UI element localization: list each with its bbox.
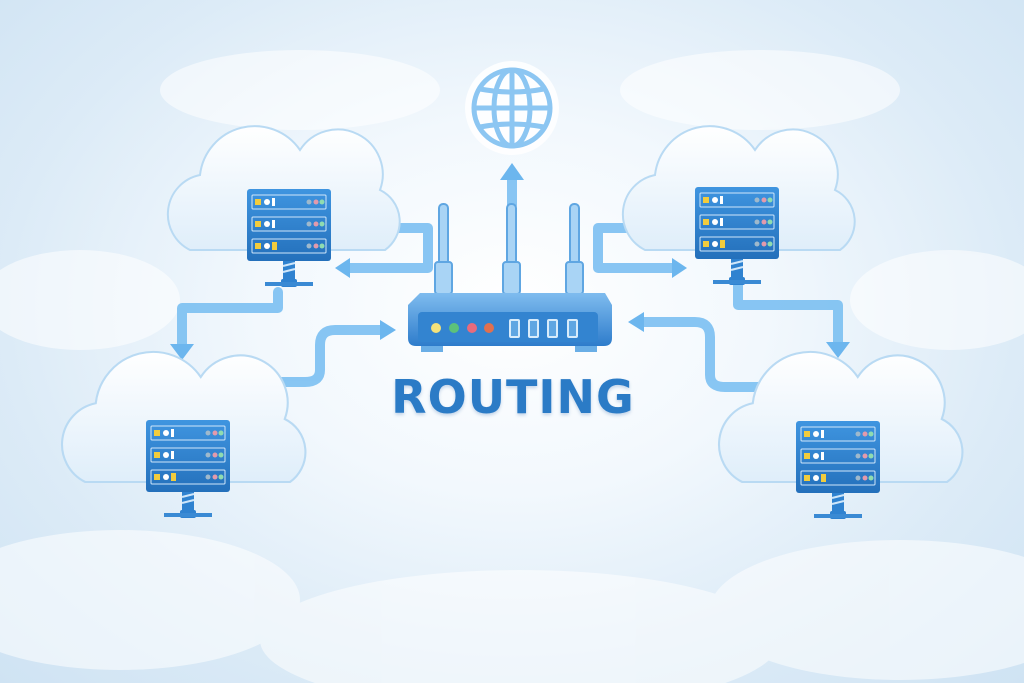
status-light-yellow [431,323,441,333]
server-bottom-right [717,350,964,520]
router-icon [408,203,612,352]
arrow-router-to-topright-1 [593,223,640,267]
arrow-router-to-topleft-2 [340,257,433,273]
server-bottom-left [60,350,307,519]
background-clouds [0,50,1024,683]
server-top-left [166,125,401,288]
server-top-right [621,125,856,286]
arrow-router-to-bottomright [635,317,780,392]
arrow-topright-to-bottomright [733,280,843,350]
arrow-topleft-to-bottomleft [177,287,283,353]
globe-icon [465,61,559,155]
router-ports [509,319,578,338]
arrow-router-to-topright-2 [593,257,680,273]
status-light-green [449,323,459,333]
status-light-orange [484,323,494,333]
status-light-red [467,323,477,333]
page-title: ROUTING [391,370,635,424]
arrow-router-to-bottomleft [253,325,387,387]
